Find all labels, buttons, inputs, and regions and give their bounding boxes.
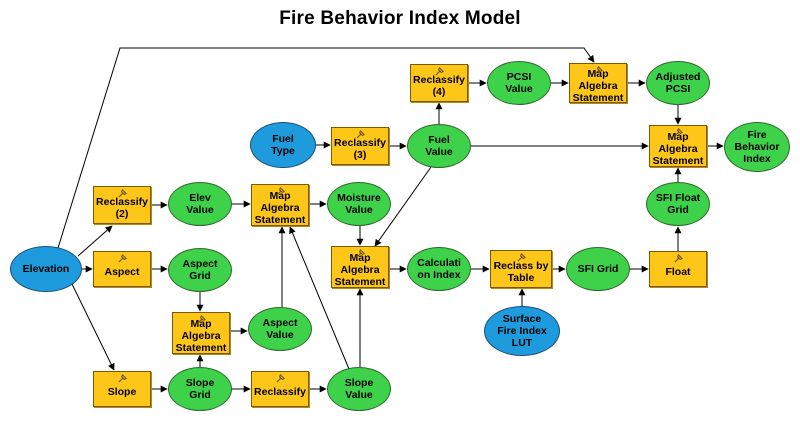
node-fire-behavior-index[interactable]: Fire Behavior Index	[724, 122, 790, 172]
tool-map-algebra-5[interactable]: Map Algebra Statement	[649, 125, 707, 167]
tool-label: Map Algebra Statement	[254, 189, 306, 226]
tool-label: Slope	[107, 385, 137, 398]
node-slope-value[interactable]: Slope Value	[327, 367, 391, 411]
node-calculation-index[interactable]: Calculati on Index	[407, 247, 471, 291]
tool-slope[interactable]: Slope	[93, 371, 151, 407]
tool-label: Reclassify	[254, 385, 306, 398]
wrench-icon	[517, 253, 526, 262]
wrench-icon	[674, 128, 683, 137]
wrench-icon	[118, 189, 127, 198]
tool-reclassify[interactable]: Reclassify	[251, 371, 309, 407]
wrench-icon	[435, 67, 444, 76]
tool-label: Map Algebra Statement	[334, 251, 386, 288]
tool-reclassify-2[interactable]: Reclassify (2)	[93, 186, 151, 224]
node-aspect-value[interactable]: Aspect Value	[248, 307, 312, 351]
node-fuel-type[interactable]: Fuel Type	[250, 122, 316, 168]
tool-float[interactable]: Float	[649, 251, 707, 287]
edge-elevation-reclassify2	[77, 225, 113, 257]
tool-label: Aspect	[104, 265, 140, 278]
wrench-icon	[594, 66, 603, 75]
node-adjusted-pcsi[interactable]: Adjusted PCSI	[646, 61, 710, 105]
wrench-icon	[118, 374, 127, 383]
node-fuel-value[interactable]: Fuel Value	[407, 124, 471, 168]
wrench-icon	[356, 130, 365, 139]
wrench-icon	[356, 249, 365, 258]
tool-label: Map Algebra Statement	[652, 130, 704, 167]
node-slope-grid[interactable]: Slope Grid	[168, 367, 232, 411]
wrench-icon	[276, 187, 285, 196]
diagram-title: Fire Behavior Index Model	[279, 8, 521, 29]
node-elev-value[interactable]: Elev Value	[168, 182, 232, 226]
node-moisture-value[interactable]: Moisture Value	[327, 182, 391, 226]
tool-label: Map Algebra Statement	[175, 317, 227, 354]
tool-label: Float	[665, 265, 691, 278]
tool-reclass-by-table[interactable]: Reclass by Table	[490, 250, 552, 288]
node-surface-fire-index-lut[interactable]: Surface Fire Index LUT	[484, 306, 560, 356]
node-aspect-grid[interactable]: Aspect Grid	[168, 248, 232, 292]
tool-label: Reclassify (4)	[413, 73, 465, 98]
tool-map-algebra-1[interactable]: Map Algebra Statement	[251, 184, 309, 226]
tool-label: Map Algebra Statement	[572, 67, 624, 104]
wrench-icon	[197, 315, 206, 324]
tool-aspect[interactable]: Aspect	[93, 251, 151, 287]
edge-slopevalue-mapalg1	[289, 226, 350, 370]
edge-elevation-mapalg4	[57, 47, 595, 249]
edge-fuelvalue-mapalg3	[374, 166, 432, 247]
tool-reclassify-3[interactable]: Reclassify (3)	[331, 127, 389, 165]
node-sfi-float-grid[interactable]: SFI Float Grid	[646, 182, 710, 226]
node-pcsi-value[interactable]: PCSI Value	[487, 61, 551, 105]
tool-label: Reclassify (3)	[334, 136, 386, 161]
tool-map-algebra-4[interactable]: Map Algebra Statement	[569, 63, 627, 104]
wrench-icon	[674, 254, 683, 263]
wrench-icon	[118, 254, 127, 263]
tool-map-algebra-3[interactable]: Map Algebra Statement	[331, 246, 389, 288]
tool-label: Reclassify (2)	[96, 195, 148, 220]
edge-elevation-slope	[71, 283, 115, 371]
tool-map-algebra-2[interactable]: Map Algebra Statement	[172, 312, 230, 354]
node-elevation[interactable]: Elevation	[10, 246, 82, 292]
tool-reclassify-4[interactable]: Reclassify (4)	[410, 64, 468, 102]
tool-label: Reclass by Table	[493, 259, 549, 284]
wrench-icon	[276, 374, 285, 383]
node-sfi-grid[interactable]: SFI Grid	[566, 247, 630, 291]
